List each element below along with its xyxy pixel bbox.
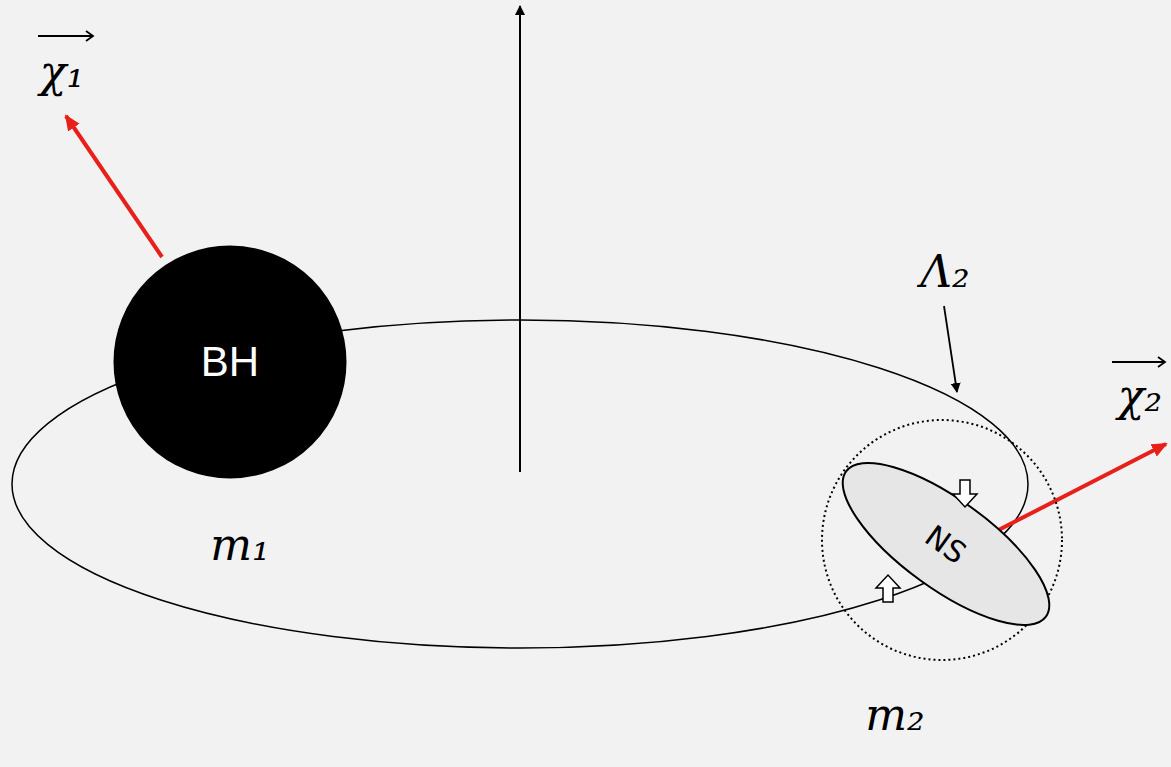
leader-line xyxy=(944,306,957,392)
tidal-label: Λ₂ xyxy=(920,247,969,298)
neutron-star: NS xyxy=(818,433,1074,654)
mass-label: m₂ xyxy=(865,690,924,741)
spin-arrow xyxy=(985,444,1166,537)
axis-arrow xyxy=(519,6,521,472)
mass-label: m₁ xyxy=(210,520,269,571)
spin-arrow xyxy=(66,116,162,257)
spin-label: χ₁ xyxy=(40,47,84,98)
black-hole: BH xyxy=(113,245,347,479)
spin-label: χ₂ xyxy=(1118,371,1162,422)
node-text: BH xyxy=(201,338,259,386)
